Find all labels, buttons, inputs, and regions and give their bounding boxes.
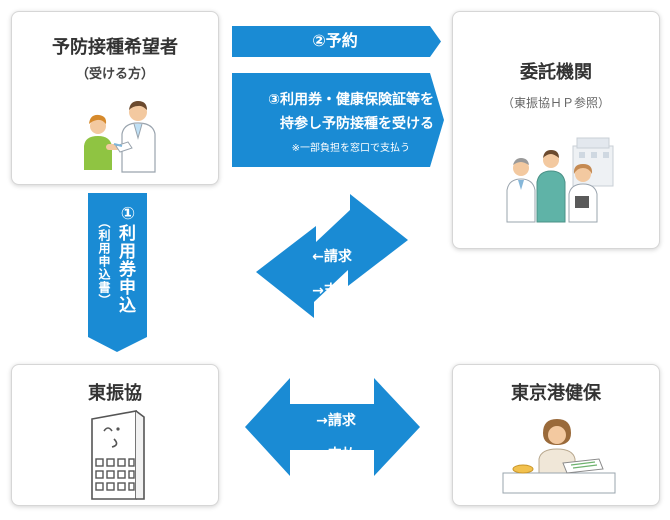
ticket-arrow <box>232 73 444 167</box>
tohsinkyo-card: 東振協 <box>11 364 219 506</box>
agency-card: 委託機関 （東振協ＨＰ参照） <box>452 11 660 249</box>
reserve-label: ②予約 <box>312 31 358 50</box>
reserve-arrow <box>232 26 441 57</box>
apply-label: 利用券申込 <box>115 224 135 314</box>
office-worker-illustration-icon <box>502 419 616 494</box>
ticket-label-line1: ③利用券・健康保険証等を <box>268 92 434 108</box>
apply-number: ① <box>120 204 136 224</box>
building-illustration-icon <box>91 410 145 500</box>
ticket-label-line2: 持参し予防接種を受ける <box>280 116 434 132</box>
lower-claim-label: →請求 <box>316 413 356 429</box>
applicant-title: 予防接種希望者 <box>52 37 178 58</box>
medical-staff-illustration-icon <box>506 137 614 223</box>
upper-payment-label: →支払 <box>312 283 352 299</box>
kenpo-card: 東京港健保 <box>452 364 660 506</box>
upper-double-arrow <box>256 194 408 318</box>
kenpo-title: 東京港健保 <box>511 383 601 404</box>
apply-sublabel: （利用申込書） <box>97 216 111 307</box>
lower-payment-label: ←支払 <box>316 447 356 463</box>
apply-arrow <box>88 193 147 352</box>
lower-double-arrow <box>245 378 420 476</box>
agency-title: 委託機関 <box>520 62 592 83</box>
applicant-subtitle: （受ける方） <box>75 67 154 82</box>
upper-claim-label: ←請求 <box>312 249 352 265</box>
ticket-note: ※一部負担を窓口で支払う <box>291 143 410 154</box>
applicant-card: 予防接種希望者 （受ける方） <box>11 11 219 185</box>
tohsinkyo-title: 東振協 <box>88 383 142 404</box>
vaccination-illustration-icon <box>84 101 156 173</box>
agency-subtitle: （東振協ＨＰ参照） <box>501 96 610 110</box>
